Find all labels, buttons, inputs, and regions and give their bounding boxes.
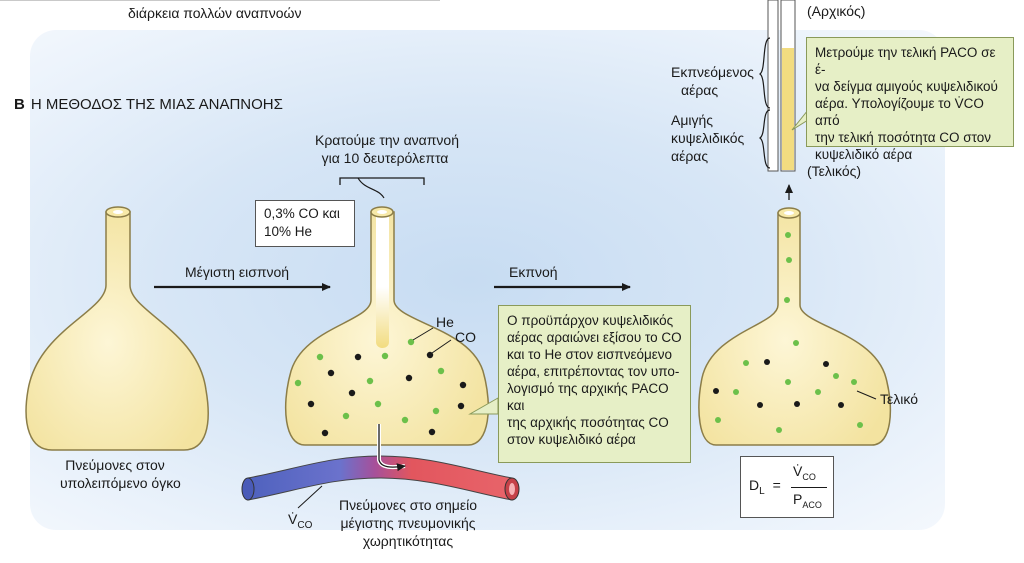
final-label: Τελικό <box>880 391 918 407</box>
alveolar-line2: κυψελιδικός <box>671 130 745 146</box>
dilution-line-3: και το He στον εισπνεόμενο <box>507 347 673 362</box>
gas-mix-line1: 0,3% CO και <box>264 206 340 221</box>
measure-line-3: αέρα. Υπολογίζουμε το V̇CO από <box>815 96 984 128</box>
formula-num-symbol: V̇ <box>793 463 803 479</box>
measure-note-box: Μετρούμε την τελική PACO σε έ- να δείγμα… <box>806 37 1014 162</box>
he-leader <box>412 327 434 341</box>
vco-subscript: CO <box>297 519 313 531</box>
exhale-label: Εκπνοή <box>509 264 558 280</box>
section-heading: B Η ΜΕΘΟΔΟΣ ΤΗΣ ΜΙΑΣ ΑΝΑΠΝΟΗΣ <box>14 96 283 113</box>
formula-num-sub: CO <box>802 471 816 482</box>
header-fragment: διάρκεια πολλών αναπνοών <box>128 5 302 21</box>
final-leader <box>856 390 877 400</box>
co-leader <box>431 339 452 354</box>
formula-denominator: PACO <box>793 491 822 510</box>
hold-note-line1: Κρατούμε την αναπνοή <box>315 132 459 148</box>
lung-residual <box>25 206 209 451</box>
dilution-note-box: Ο προϋπάρχον κυψελιδικός αέρας αραιώνει … <box>498 305 691 463</box>
section-title: Η ΜΕΘΟΔΟΣ ΤΗΣ ΜΙΑΣ ΑΝΑΠΝΟΗΣ <box>30 96 283 113</box>
measure-line-2: να δείγμα αμιγούς κυψελιδικού <box>815 79 998 94</box>
sample-tube <box>767 0 796 172</box>
gas-mix-box: 0,3% CO και 10% He <box>255 200 355 247</box>
co-label: CO <box>455 329 476 345</box>
residual-label-line1: Πνεύμονες στον <box>65 457 165 473</box>
hold-pointer <box>357 177 385 199</box>
capillary-vessel <box>241 455 520 501</box>
residual-label-line2: υπολειπόμενο όγκο <box>60 475 181 491</box>
section-letter: B <box>14 96 25 113</box>
diffusing-capacity-formula: DL = V̇CO PACO <box>740 456 834 518</box>
hold-note-line2: για 10 δευτερόλεπτα <box>321 150 449 166</box>
dilution-line-6: της αρχικής ποσότητας CO <box>507 415 669 430</box>
dilution-line-7: στον κυψελιδικό αέρα <box>507 432 636 447</box>
lung-tlc <box>284 206 489 446</box>
tlc-label-line1: Πνεύμονες στο σημείο <box>338 497 478 513</box>
measure-line-5: κυψελιδικό αέρα <box>815 147 913 162</box>
diffusion-arrow <box>378 424 406 472</box>
formula-numerator: V̇CO <box>793 463 816 482</box>
formula-lhs: DL = <box>749 477 781 497</box>
formula-den-symbol: P <box>793 491 803 507</box>
formula-lhs-symbol: D <box>749 477 760 493</box>
dilution-line-5: λογισμό της αρχικής PACO και <box>507 381 669 413</box>
he-label: He <box>436 314 454 330</box>
exhaled-brace <box>758 37 771 109</box>
lung-final <box>698 207 892 446</box>
tlc-label-line3: χωρητικότητας <box>362 533 454 549</box>
alveolar-brace <box>758 109 771 169</box>
exhaled-air-label: Εκπνεόμενος αέρας <box>671 63 754 99</box>
formula-lhs-sub: L <box>759 485 765 497</box>
dilution-line-1: Ο προϋπάρχον κυψελιδικός <box>507 313 674 328</box>
formula-fraction-bar <box>791 487 827 488</box>
formula-den-sub: ACO <box>802 499 822 510</box>
exhaled-line1: Εκπνεόμενος <box>671 64 754 80</box>
hold-note: Κρατούμε την αναπνοή για 10 δευτερόλεπτα <box>315 131 459 167</box>
initial-sample-label: (Αρχικός) <box>807 3 866 19</box>
final-sample-label: (Τελικός) <box>807 163 862 179</box>
vco-label: V̇CO <box>288 510 312 535</box>
alveolar-line3: αέρας <box>671 148 709 164</box>
gas-dots-tlc <box>294 338 467 437</box>
dilution-line-2: αέρας αραιώνει εξίσου το CO <box>507 330 682 345</box>
tlc-label-line2: μέγιστης πνευμονικής <box>340 515 476 531</box>
formula-equals: = <box>772 477 781 493</box>
hold-bracket <box>339 177 425 185</box>
dilution-line-4: αέρα, επιτρέποντας τον υπο- <box>507 364 680 379</box>
exhaled-line2: αέρας <box>681 82 719 98</box>
measure-line-4: την τελική ποσότητα CO στον <box>815 130 992 145</box>
alveolar-air-label: Αμιγής κυψελιδικός αέρας <box>671 111 744 165</box>
vco-symbol: V̇ <box>288 511 298 527</box>
measure-line-1: Μετρούμε την τελική PACO σε έ- <box>815 45 996 77</box>
gas-mix-line2: 10% He <box>264 224 313 239</box>
inhale-label: Μέγιστη εισπνοή <box>185 264 290 280</box>
top-divider <box>0 0 440 1</box>
gas-dots-final <box>713 232 863 433</box>
alveolar-line1: Αμιγής <box>671 112 714 128</box>
tlc-label: Πνεύμονες στο σημείο μέγιστης πνευμονική… <box>338 496 478 550</box>
residual-label: Πνεύμονες στον υπολειπόμενο όγκο <box>60 456 181 492</box>
vco-leader <box>297 485 323 509</box>
